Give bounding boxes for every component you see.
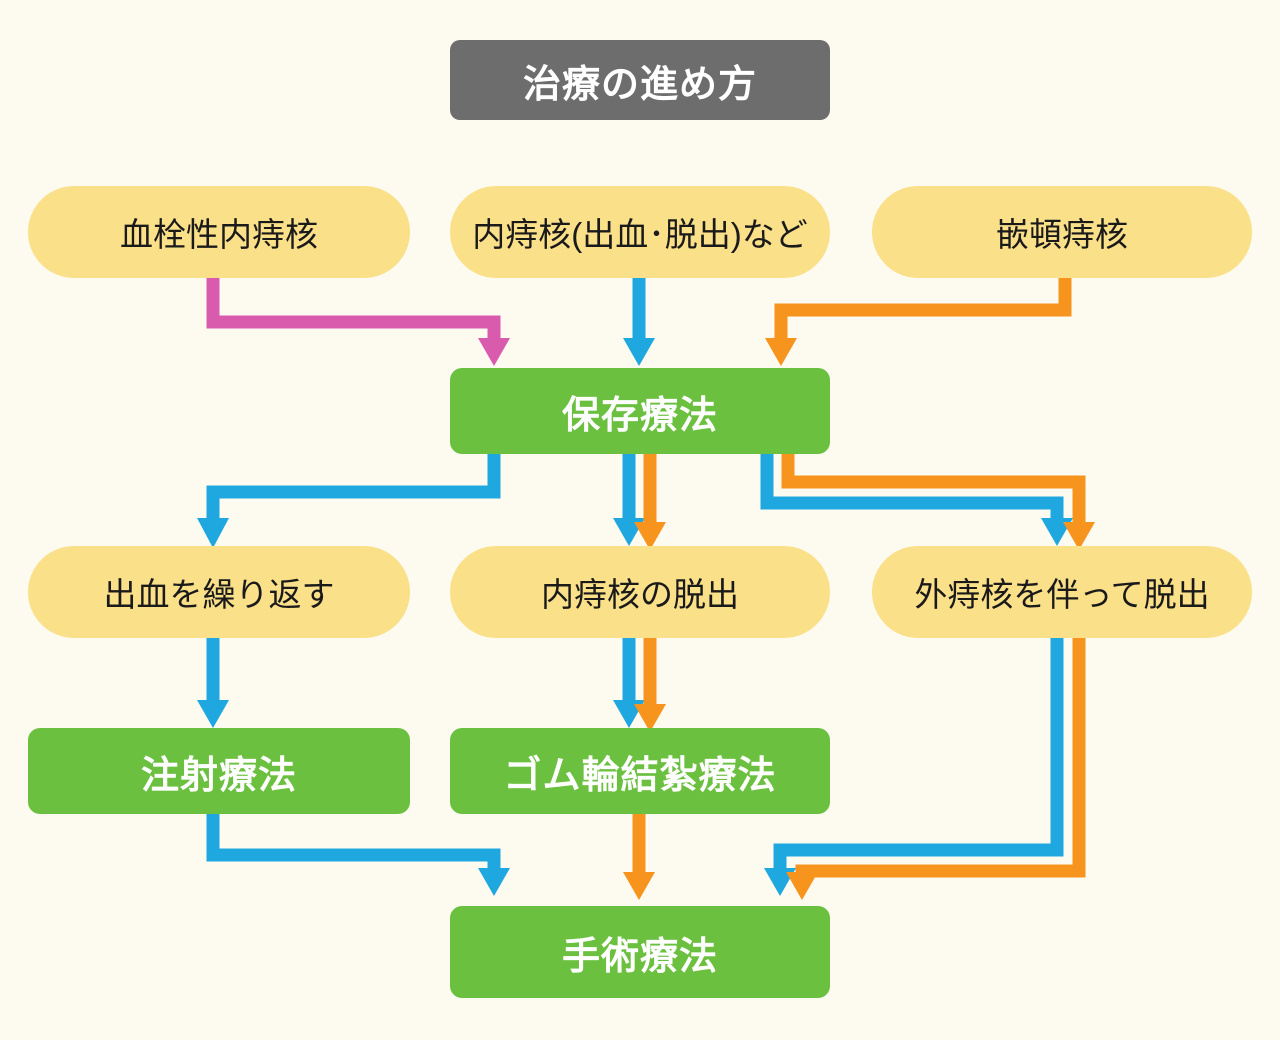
edge-bleeding-to-injection xyxy=(197,636,229,728)
edge-thrombotic-to-conservative xyxy=(206,276,510,366)
edge-conservative-to-prolapse-orange xyxy=(634,452,666,550)
edge-prolapse-to-ligation-blue xyxy=(613,636,645,728)
node-internal-hemorrhoid-bleeding-prolapse[interactable]: 内痔核(出血･脱出)など xyxy=(450,186,830,278)
node-injection-therapy[interactable]: 注射療法 xyxy=(28,728,410,814)
edge-conservative-to-prolapse-blue xyxy=(613,452,645,546)
edge-conservative-to-external-blue xyxy=(760,452,1073,546)
node-prolapse-with-external-hemorrhoid[interactable]: 外痔核を伴って脱出 xyxy=(872,546,1252,638)
edge-prolapse-to-ligation-orange xyxy=(634,636,666,732)
node-surgical-therapy[interactable]: 手術療法 xyxy=(450,906,830,998)
node-incarcerated-hemorrhoid[interactable]: 嵌頓痔核 xyxy=(872,186,1252,278)
edge-conservative-to-bleeding xyxy=(197,452,501,548)
edge-incarcerated-to-conservative xyxy=(765,276,1072,366)
edge-conservative-to-external-orange xyxy=(781,452,1095,550)
node-rubber-band-ligation-therapy[interactable]: ゴム輪結紮療法 xyxy=(450,728,830,814)
node-repeated-bleeding[interactable]: 出血を繰り返す xyxy=(28,546,410,638)
edge-injection-to-surgery xyxy=(206,812,510,896)
node-thrombotic-internal-hemorrhoid[interactable]: 血栓性内痔核 xyxy=(28,186,410,278)
chart-title: 治療の進め方 xyxy=(450,40,830,120)
edge-ligation-to-surgery xyxy=(623,812,655,900)
node-internal-hemorrhoid-prolapse[interactable]: 内痔核の脱出 xyxy=(450,546,830,638)
edge-internal-to-conservative xyxy=(623,276,655,366)
node-conservative-therapy[interactable]: 保存療法 xyxy=(450,368,830,454)
